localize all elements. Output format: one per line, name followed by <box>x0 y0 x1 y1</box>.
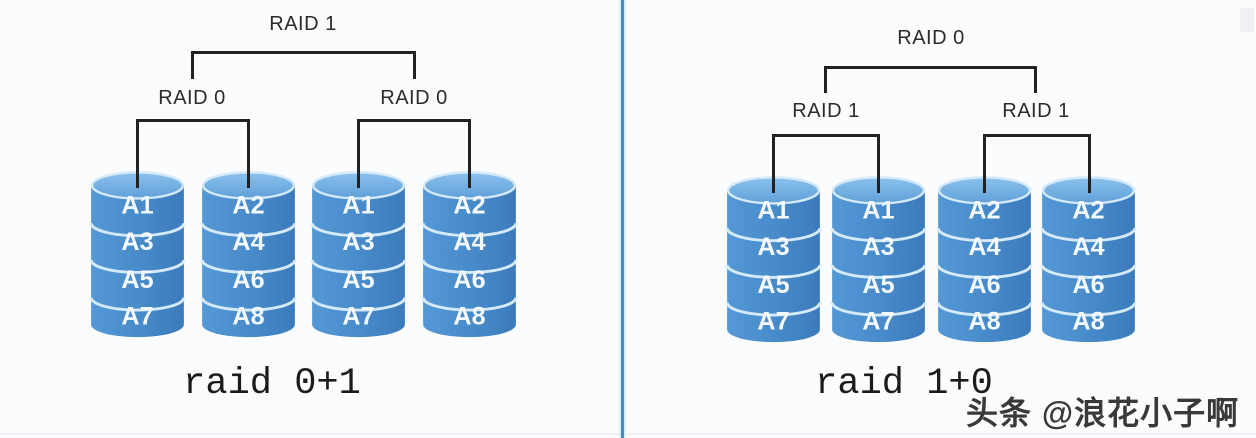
disk-cylinder: A2 A4 A6 A8 <box>200 169 297 341</box>
watermark-text: 头条 @浪花小子啊 <box>966 395 1240 431</box>
block-label: A1 <box>121 191 153 219</box>
block-label: A4 <box>968 233 1000 261</box>
block-label: A5 <box>342 266 374 294</box>
block-label: A1 <box>757 196 789 224</box>
block-label: A6 <box>232 266 264 294</box>
group-label-left-1: RAID 0 <box>158 87 226 109</box>
disk-cylinder: A2 A4 A6 A8 <box>1040 174 1137 346</box>
root-label-right: RAID 0 <box>897 27 965 49</box>
block-label: A7 <box>342 303 374 331</box>
block-label: A7 <box>757 308 789 336</box>
disk-cylinder: A1 A3 A5 A7 <box>830 174 927 346</box>
block-label: A4 <box>1072 233 1104 261</box>
group-bracket-right-2 <box>983 134 1091 193</box>
panel-divider <box>619 0 626 438</box>
block-label: A8 <box>1072 308 1104 336</box>
block-label: A8 <box>453 303 485 331</box>
scrollbar-remnant <box>1240 8 1254 32</box>
block-label: A8 <box>968 308 1000 336</box>
block-label: A8 <box>232 303 264 331</box>
group-bracket-right-1 <box>772 134 880 193</box>
block-label: A7 <box>121 303 153 331</box>
block-label: A6 <box>453 266 485 294</box>
block-label: A1 <box>342 191 374 219</box>
root-label-left: RAID 1 <box>269 13 337 35</box>
block-label: A5 <box>121 266 153 294</box>
block-label: A2 <box>232 191 264 219</box>
group-bracket-left-2 <box>357 119 471 188</box>
block-label: A1 <box>862 196 894 224</box>
group-bracket-left-1 <box>136 119 250 188</box>
block-label: A3 <box>862 233 894 261</box>
block-label: A6 <box>1072 271 1104 299</box>
group-label-right-1: RAID 1 <box>792 100 860 122</box>
block-label: A3 <box>342 228 374 256</box>
group-label-right-2: RAID 1 <box>1002 100 1070 122</box>
disk-cylinder: A2 A4 A6 A8 <box>421 169 518 341</box>
top-bracket-left <box>191 51 416 79</box>
block-label: A4 <box>232 228 264 256</box>
disk-cylinder: A1 A3 A5 A7 <box>89 169 186 341</box>
block-label: A3 <box>757 233 789 261</box>
group-label-left-2: RAID 0 <box>380 87 448 109</box>
top-bracket-right <box>824 66 1037 93</box>
block-label: A6 <box>968 271 1000 299</box>
block-label: A5 <box>862 271 894 299</box>
disk-cylinder: A2 A4 A6 A8 <box>936 174 1033 346</box>
block-label: A2 <box>453 191 485 219</box>
block-label: A3 <box>121 228 153 256</box>
disk-cylinder: A1 A3 A5 A7 <box>725 174 822 346</box>
disk-cylinder: A1 A3 A5 A7 <box>310 169 407 341</box>
caption-raid-0plus1: raid 0+1 <box>183 363 361 405</box>
block-label: A4 <box>453 228 485 256</box>
bottom-edge-line <box>0 433 1256 435</box>
block-label: A7 <box>862 308 894 336</box>
block-label: A2 <box>1072 196 1104 224</box>
block-label: A5 <box>757 271 789 299</box>
caption-raid-1plus0: raid 1+0 <box>815 363 993 405</box>
block-label: A2 <box>968 196 1000 224</box>
